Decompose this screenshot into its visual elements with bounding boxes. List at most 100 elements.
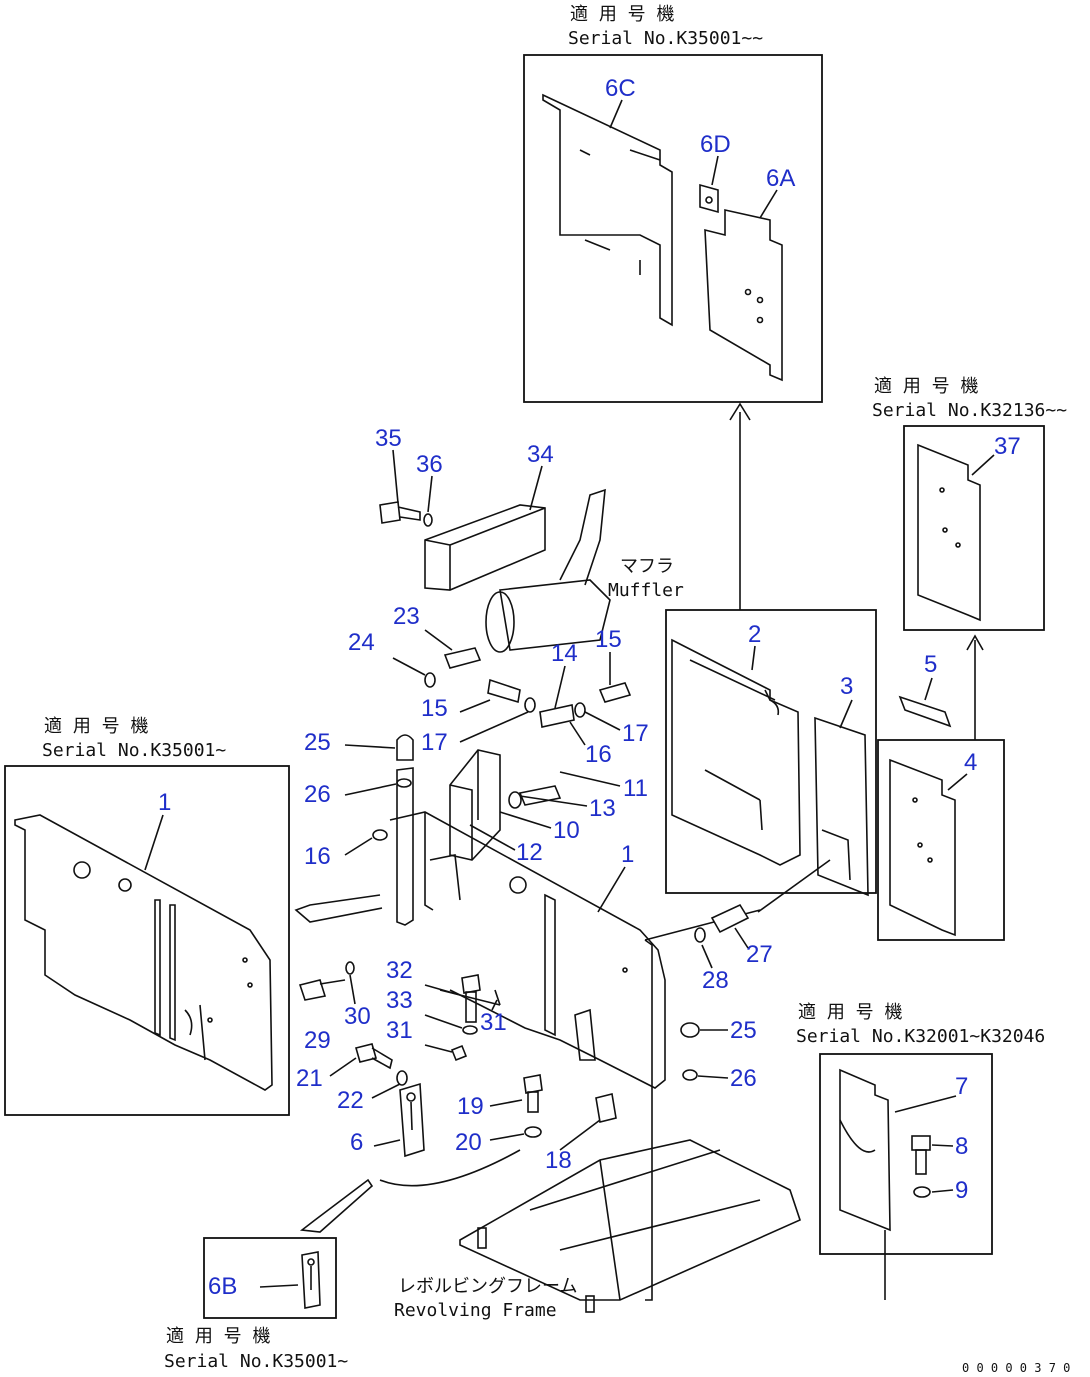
panel-4	[889, 758, 956, 937]
arrow-to-left-inset	[294, 894, 383, 923]
arrow-to-bottom-inset	[299, 1178, 374, 1233]
callout-15-b: 15	[595, 626, 622, 653]
callout-28: 28	[702, 967, 729, 994]
bottom-inset-box	[203, 1237, 337, 1319]
bolt-35	[379, 501, 421, 524]
callout-14: 14	[551, 640, 578, 667]
muffler-label-en: Muffler	[608, 580, 684, 601]
right-inset-applicability: 適 用 号 機	[874, 376, 979, 397]
callout-21: 21	[296, 1065, 323, 1092]
plate-6c	[542, 93, 673, 327]
callout-1-main: 1	[621, 841, 634, 868]
callout-6a: 6A	[766, 165, 795, 192]
callout-25-b: 25	[730, 1017, 757, 1044]
right-inset-box	[903, 425, 1045, 631]
revolving-frame-label-en: Revolving Frame	[394, 1300, 557, 1321]
left-inset-applicability: 適 用 号 機	[44, 716, 149, 737]
callout-11: 11	[623, 775, 648, 802]
bolt-32	[461, 974, 481, 1023]
callout-7: 7	[955, 1073, 968, 1100]
callout-17-a: 17	[421, 729, 448, 756]
callout-29: 29	[304, 1027, 331, 1054]
muffler-label-jp: マフラ	[620, 556, 674, 577]
lower-right-inset-box	[819, 1053, 993, 1255]
bolt-8	[911, 1135, 931, 1175]
callout-19: 19	[457, 1093, 484, 1120]
callout-24: 24	[348, 629, 375, 656]
callout-31-a: 31	[386, 1017, 413, 1044]
callout-6d: 6D	[700, 131, 731, 158]
plate-7	[839, 1068, 891, 1232]
lower-right-applicability: 適 用 号 機	[798, 1002, 903, 1023]
bottom-inset-serial: Serial No.K35001~	[164, 1351, 348, 1372]
callout-12: 12	[516, 839, 543, 866]
panel-2	[671, 638, 801, 866]
panel-3	[814, 716, 869, 897]
callout-6c: 6C	[605, 75, 636, 102]
washer-36	[423, 513, 433, 527]
callout-13: 13	[589, 795, 616, 822]
left-inset-serial: Serial No.K35001~	[42, 740, 226, 761]
callout-33: 33	[386, 987, 413, 1014]
washer-26	[682, 1069, 698, 1081]
callout-35: 35	[375, 425, 402, 452]
inset-box-panel-2	[665, 609, 877, 894]
nut-31	[450, 1044, 468, 1062]
callout-34: 34	[527, 441, 554, 468]
callout-36: 36	[416, 451, 443, 478]
callout-26-a: 26	[304, 781, 331, 808]
callout-17-b: 17	[622, 720, 649, 747]
washer-20	[524, 1126, 542, 1138]
callout-32: 32	[386, 957, 413, 984]
plate-6	[399, 1082, 425, 1158]
clamp-18	[595, 1093, 617, 1123]
callout-3: 3	[840, 673, 853, 700]
callout-9: 9	[955, 1177, 968, 1204]
revolving-frame	[459, 1139, 801, 1313]
top-inset-box	[523, 54, 823, 403]
bracket-34	[424, 504, 546, 591]
washer-28	[694, 927, 706, 943]
top-inset-applicability: 適 用 号 機	[570, 4, 675, 25]
plate-6d	[699, 183, 719, 214]
callout-26-b: 26	[730, 1065, 757, 1092]
plate-6b	[301, 1251, 321, 1309]
callout-6: 6	[350, 1129, 363, 1156]
washer-9	[913, 1186, 931, 1198]
muffler	[485, 488, 611, 653]
top-inset-serial: Serial No.K35001~~	[568, 28, 763, 49]
callout-22: 22	[337, 1087, 364, 1114]
callout-1-left: 1	[158, 789, 171, 816]
callout-2: 2	[748, 621, 761, 648]
left-inset-box	[4, 765, 290, 1116]
callout-25-a: 25	[304, 729, 331, 756]
bolt-19	[523, 1074, 543, 1113]
left-inset-frame	[14, 814, 273, 1091]
lower-right-serial: Serial No.K32001~K32046	[796, 1026, 1045, 1047]
callout-20: 20	[455, 1129, 482, 1156]
support-rod	[372, 734, 414, 926]
inset-box-panel-4	[877, 739, 1005, 941]
callout-18: 18	[545, 1147, 572, 1174]
callout-27: 27	[746, 941, 773, 968]
washer-22	[396, 1070, 408, 1086]
bracket-10	[449, 749, 501, 861]
callout-16-b: 16	[304, 843, 331, 870]
arrow-to-top-inset	[729, 402, 751, 610]
bolt-27	[710, 903, 750, 934]
callout-23: 23	[393, 603, 420, 630]
figure-id: 0 0 0 0 0 3 7 0	[962, 1361, 1070, 1375]
callout-4: 4	[964, 749, 977, 776]
fasteners-upper	[424, 647, 632, 830]
callout-30: 30	[344, 1003, 371, 1030]
washer-30	[345, 961, 355, 975]
bolt-21	[355, 1043, 393, 1070]
strip-5	[898, 695, 952, 728]
callout-6b: 6B	[208, 1273, 237, 1300]
main-frame-1	[389, 811, 666, 1301]
right-inset-serial: Serial No.K32136~~	[872, 400, 1067, 421]
revolving-frame-label-jp: レボルビングフレーム	[398, 1276, 577, 1297]
callout-15-a: 15	[421, 695, 448, 722]
callout-8: 8	[955, 1133, 968, 1160]
